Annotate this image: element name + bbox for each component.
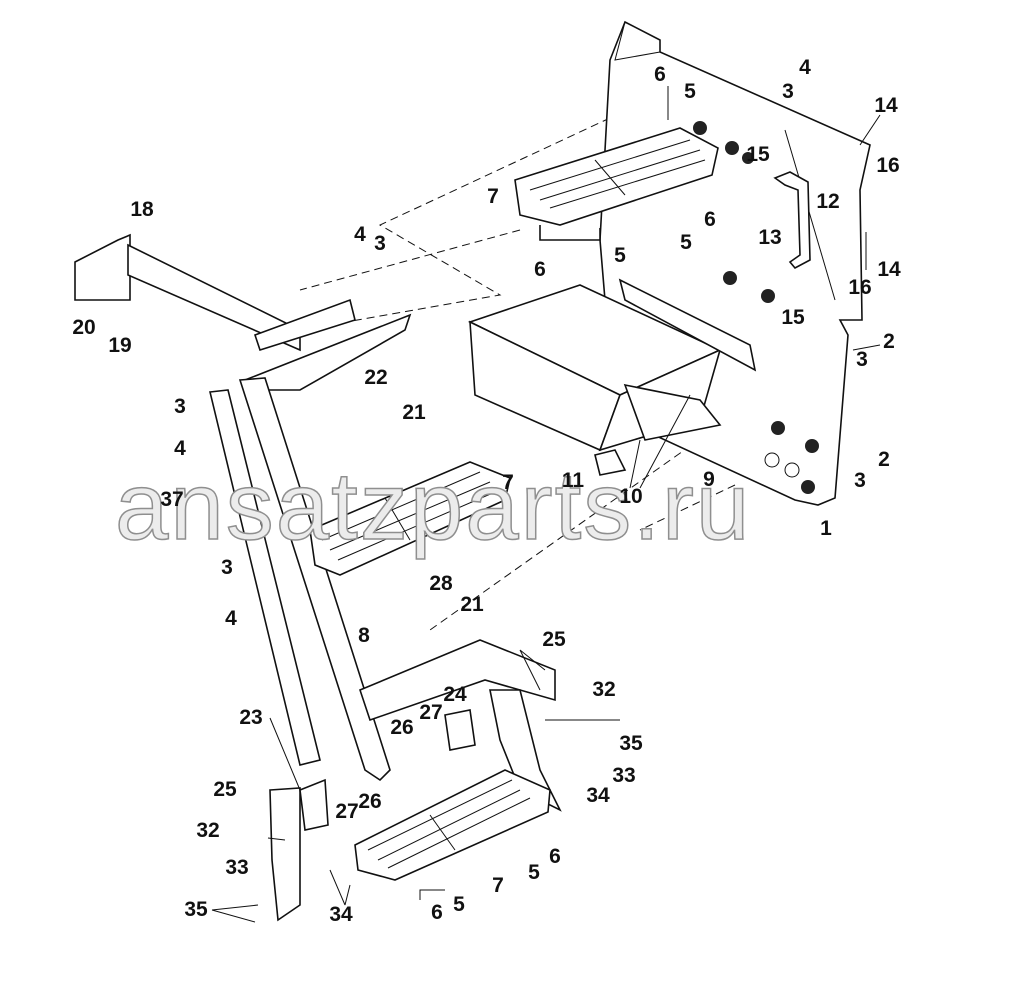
callout-label: 2 — [878, 448, 890, 471]
callout-label: 21 — [402, 401, 426, 424]
callout-label: 3 — [174, 395, 186, 418]
callout-label: 34 — [329, 903, 353, 926]
callout-label: 2 — [883, 330, 895, 353]
callout-label: 34 — [586, 784, 610, 807]
callout-label: 3 — [856, 348, 868, 371]
callout-label: 14 — [877, 258, 901, 281]
callout-label: 23 — [239, 706, 263, 729]
callout-label: 3 — [854, 469, 866, 492]
callout-label: 33 — [612, 764, 636, 787]
grab-handle — [773, 171, 811, 270]
callout-label: 3 — [221, 556, 233, 579]
callout-label: 24 — [443, 683, 467, 706]
watermark: ansatzparts.ru — [114, 452, 752, 561]
callout-label: 26 — [358, 790, 382, 813]
callout-label: 12 — [816, 190, 840, 213]
callout-label: 3 — [374, 232, 386, 255]
callout-label: 6 — [704, 208, 716, 231]
callout-label: 11 — [561, 469, 585, 492]
callout-label: 33 — [225, 856, 249, 879]
callout-label: 4 — [225, 607, 237, 630]
callout-label: 3 — [782, 80, 794, 103]
callout-label: 7 — [502, 471, 514, 494]
callout-label: 6 — [431, 901, 443, 924]
callout-label: 4 — [799, 56, 811, 79]
callout-label: 8 — [358, 624, 370, 647]
callout-label: 32 — [196, 819, 220, 842]
callout-label: 15 — [746, 143, 770, 166]
callout-label: 15 — [781, 306, 805, 329]
callout-label: 37 — [160, 488, 184, 511]
callout-label: 20 — [72, 316, 96, 339]
callout-label: 6 — [654, 63, 666, 86]
callout-label: 7 — [492, 874, 504, 897]
side-rail — [209, 377, 391, 782]
callout-label: 16 — [876, 154, 900, 177]
callout-label: 35 — [184, 898, 208, 921]
callout-label: 6 — [549, 845, 561, 868]
callout-label: 1 — [820, 517, 832, 540]
callout-label: 6 — [534, 258, 546, 281]
lower-step-assembly — [269, 639, 562, 922]
callout-label: 22 — [364, 366, 388, 389]
callout-label: 5 — [614, 244, 626, 267]
leader-lines — [211, 86, 881, 923]
callout-label: 19 — [108, 334, 132, 357]
callout-label: 14 — [874, 94, 898, 117]
callout-label: 21 — [460, 593, 484, 616]
callout-label: 5 — [453, 893, 465, 916]
storage-box — [467, 278, 757, 476]
callout-label: 25 — [542, 628, 566, 651]
callout-label: 7 — [487, 185, 499, 208]
callout-label: 4 — [174, 437, 186, 460]
callout-label: 9 — [703, 468, 715, 491]
callout-label: 5 — [684, 80, 696, 103]
upper-step — [514, 127, 719, 241]
callout-label: 26 — [390, 716, 414, 739]
callout-label: 5 — [528, 861, 540, 884]
callout-label: 32 — [592, 678, 616, 701]
middle-step — [309, 461, 511, 576]
callout-label: 27 — [335, 800, 359, 823]
callout-label: 28 — [429, 572, 453, 595]
callout-label: 10 — [619, 485, 643, 508]
callout-label: 13 — [758, 226, 782, 249]
callout-label: 18 — [130, 198, 154, 221]
callout-label: 25 — [213, 778, 237, 801]
callout-label: 5 — [680, 231, 692, 254]
callout-label: 27 — [419, 701, 443, 724]
callout-label: 4 — [354, 223, 366, 246]
callout-label: 35 — [619, 732, 643, 755]
callout-label: 16 — [848, 276, 872, 299]
support-arm — [74, 233, 412, 391]
